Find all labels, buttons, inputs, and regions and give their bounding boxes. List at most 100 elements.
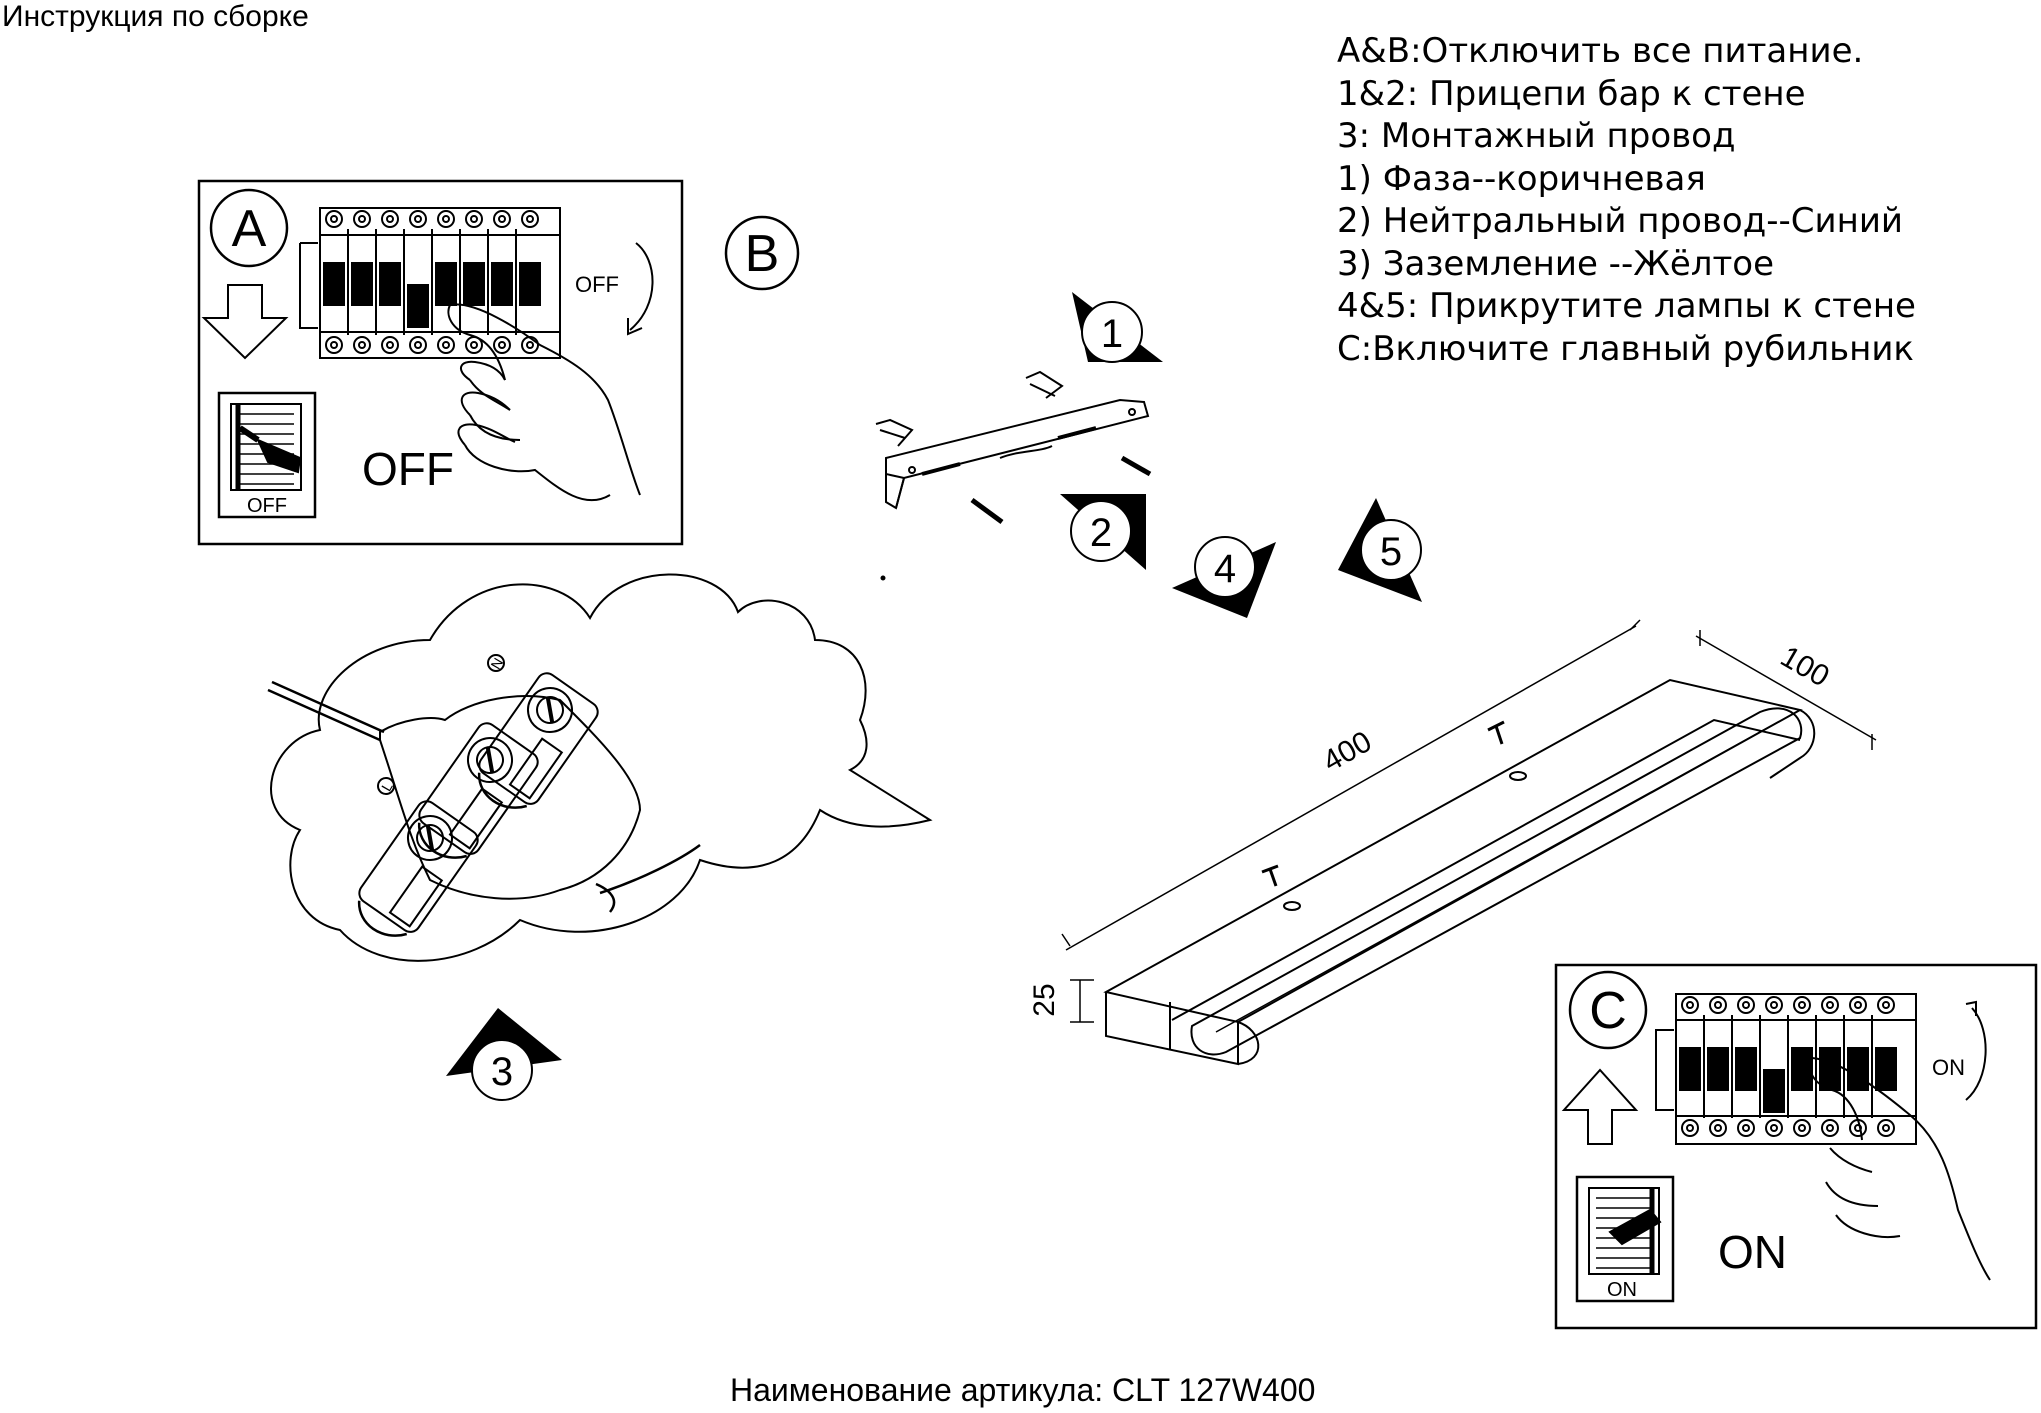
terminal-screw [409, 210, 427, 228]
breaker-toggle [351, 262, 373, 306]
article-name: Наименование артикула: CLT 127W400 [730, 1372, 1316, 1408]
breaker-toggle [519, 262, 541, 306]
width-value: 100 [1775, 640, 1835, 694]
instruction-line: 3) Заземление --Жёлтое [1337, 243, 1775, 284]
main-switch-on-icon: ON [1575, 1175, 1675, 1303]
terminal-screw [521, 210, 539, 228]
on-label: ON [1718, 1226, 1787, 1278]
step-b-badge [724, 215, 800, 291]
terminal-screw [493, 210, 511, 228]
terminal-screw [1877, 1119, 1895, 1137]
breaker-toggle [379, 262, 401, 306]
wiring-detail-cloud: L N [267, 573, 933, 962]
terminal-n-marker [487, 654, 505, 672]
wire-terminal [477, 672, 599, 809]
terminal-screw [381, 210, 399, 228]
step-a-letter: A [232, 200, 267, 258]
height-value: 25 [1028, 983, 1061, 1016]
panel-a: A OFF [197, 179, 684, 546]
step-b-letter: B [745, 225, 780, 283]
instruction-line: C:Включите главный рубильник [1337, 328, 1914, 369]
lamp-fixture-drawing [1103, 678, 1816, 1066]
step-1-number: 1 [1101, 312, 1123, 356]
step-c-letter: C [1589, 982, 1627, 1040]
panel-c: C ON ON ON [1554, 963, 2038, 1330]
breaker-toggle [407, 284, 429, 328]
breaker-toggle [1819, 1047, 1841, 1091]
instruction-line: 2) Нейтральный провод--Синий [1337, 201, 1904, 241]
wire-terminal [417, 722, 539, 859]
step-5-number: 5 [1380, 530, 1402, 574]
terminal-screw [1709, 996, 1727, 1014]
terminal-screw [353, 210, 371, 228]
terminal-screw [1765, 1119, 1783, 1137]
step-4-marker: 4 [1172, 536, 1276, 618]
rotation-off-label: OFF [575, 272, 619, 297]
terminal-screw [1849, 996, 1867, 1014]
breaker-panel-on-icon [1655, 993, 1917, 1145]
terminal-screw [409, 336, 427, 354]
step-3-number: 3 [491, 1050, 513, 1094]
breaker-toggle [463, 262, 485, 306]
mounting-bracket-icon [875, 370, 1152, 581]
breaker-panel-icon [299, 207, 561, 359]
breaker-toggle [1707, 1047, 1729, 1091]
terminal-screw [325, 336, 343, 354]
hand-icon [447, 303, 641, 502]
terminal-screw [1737, 1119, 1755, 1137]
terminal-screw [493, 336, 511, 354]
main-switch-off-icon: OFF [217, 391, 317, 519]
step-c-badge [1568, 970, 1648, 1050]
panel-c-frame [1554, 963, 2038, 1330]
terminal-screw [465, 210, 483, 228]
instruction-line: 1&2: Прицепи бар к стене [1337, 73, 1806, 114]
instruction-line: A&B:Отключить все питание. [1337, 31, 1864, 71]
panel-a-frame [197, 179, 684, 546]
switch-on-label: ON [1607, 1279, 1637, 1301]
step-2-number: 2 [1090, 511, 1112, 555]
arrow-up-icon [1561, 1068, 1639, 1145]
terminal-screw [521, 336, 539, 354]
breaker-toggle [1679, 1047, 1701, 1091]
terminal-screw [1681, 996, 1699, 1014]
step-5-marker: 5 [1338, 498, 1422, 602]
switch-off-label: OFF [247, 495, 287, 517]
step-2-marker: 2 [1060, 494, 1146, 570]
breaker-toggle [491, 262, 513, 306]
terminal-l-marker [377, 777, 395, 795]
terminal-screw [437, 336, 455, 354]
terminal-screw [325, 210, 343, 228]
rotate-off-arrow-icon [629, 242, 654, 331]
terminal-screw [1737, 996, 1755, 1014]
off-label: OFF [362, 443, 454, 495]
terminal-screw [353, 336, 371, 354]
breaker-toggle [1875, 1047, 1897, 1091]
step-a-badge [209, 188, 289, 268]
step-3-marker: 3 [446, 1008, 562, 1101]
dimension-length: 400 [1061, 619, 1641, 951]
terminal-screw [1681, 1119, 1699, 1137]
terminal-screw [437, 210, 455, 228]
breaker-toggle [1763, 1069, 1785, 1113]
terminal-screw [1821, 996, 1839, 1014]
terminal-screw [1765, 996, 1783, 1014]
wire-terminal [357, 800, 479, 937]
arrow-down-icon [201, 284, 289, 360]
instruction-line: 3: Монтажный провод [1337, 116, 1736, 156]
breaker-toggle [435, 262, 457, 306]
breaker-toggle [1847, 1047, 1869, 1091]
cable-icon [267, 680, 385, 742]
terminal-block-icon [357, 672, 599, 937]
instruction-list: A&B:Отключить все питание. 1&2: Прицепи … [1337, 30, 1916, 370]
length-value: 400 [1317, 725, 1377, 778]
step-1-marker: 1 [1072, 292, 1163, 363]
terminal-screw [1793, 1119, 1811, 1137]
breaker-toggle [323, 262, 345, 306]
terminal-screw [1877, 996, 1895, 1014]
terminal-screw [381, 336, 399, 354]
rotate-on-arrow-icon [1965, 1007, 1987, 1101]
terminal-screw [1793, 996, 1811, 1014]
page-title: Инструкция по сборке [2, 0, 309, 33]
hand-icon [1808, 1057, 1991, 1281]
